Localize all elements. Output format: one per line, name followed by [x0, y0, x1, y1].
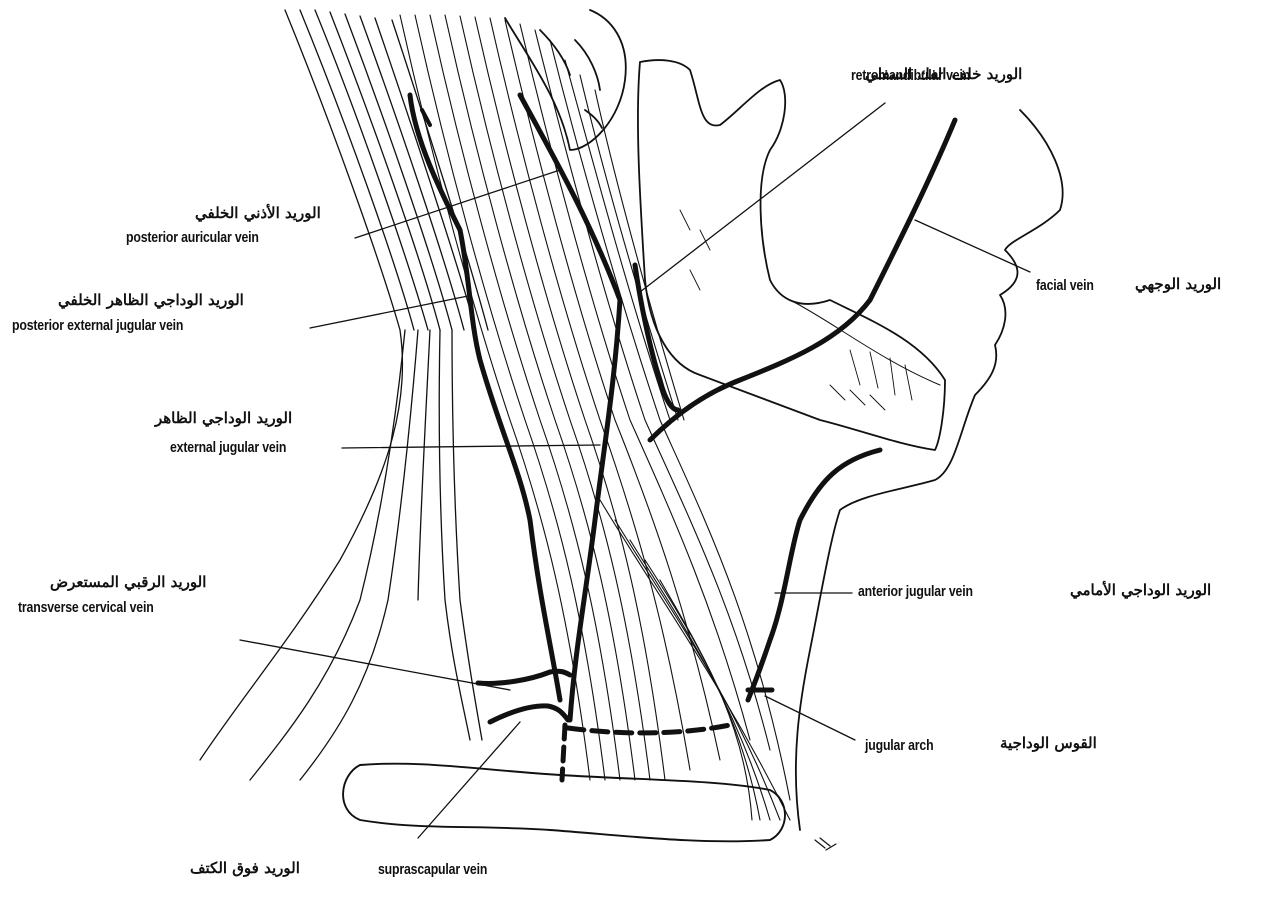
- mandible: [638, 60, 945, 450]
- label-external-jugular-ar: الوريد الوداجي الظاهر: [155, 410, 292, 427]
- sternum-mark: [815, 838, 836, 850]
- label-external-jugular-en: external jugular vein: [170, 440, 286, 457]
- label-transverse-cervical-ar: الوريد الرقبي المستعرض: [50, 574, 206, 591]
- label-jugular-arch-ar: القوس الوداجية: [1000, 735, 1097, 752]
- trapezius-muscle: [200, 10, 488, 780]
- external-jugular-vein: [520, 95, 620, 720]
- ear-region: [505, 10, 626, 150]
- label-transverse-cervical-en: transverse cervical vein: [18, 600, 154, 617]
- sternocleidomastoid-muscle: [400, 15, 790, 820]
- label-posterior-external-jugular-ar: الوريد الوداجي الظاهر الخلفي: [58, 292, 244, 309]
- label-posterior-auricular-ar: الوريد الأذني الخلفي: [195, 205, 321, 222]
- label-facial-en: facial vein: [1036, 278, 1094, 295]
- arch-dashed: [568, 725, 730, 733]
- label-retromandibular-en: retromandibular vein: [851, 68, 970, 85]
- facial-vein: [650, 120, 955, 440]
- label-suprascapular-en: suprascapular vein: [378, 862, 487, 879]
- anterior-jugular-vein: [748, 450, 880, 700]
- suprascapular-vein: [490, 706, 568, 722]
- label-anterior-jugular-ar: الوريد الوداجي الأمامي: [1070, 582, 1211, 599]
- subclavian-dashed: [562, 725, 565, 780]
- veins: [410, 95, 955, 780]
- label-jugular-arch-en: jugular arch: [865, 738, 933, 755]
- posterior-external-jugular-vein: [410, 95, 560, 700]
- retromandibular-vein: [635, 265, 678, 410]
- label-posterior-auricular-en: posterior auricular vein: [126, 230, 259, 247]
- label-anterior-jugular-en: anterior jugular vein: [858, 584, 973, 601]
- label-facial-ar: الوريد الوجهي: [1135, 276, 1221, 293]
- label-posterior-external-jugular-en: posterior external jugular vein: [12, 318, 183, 335]
- label-suprascapular-ar: الوريد فوق الكتف: [190, 860, 300, 877]
